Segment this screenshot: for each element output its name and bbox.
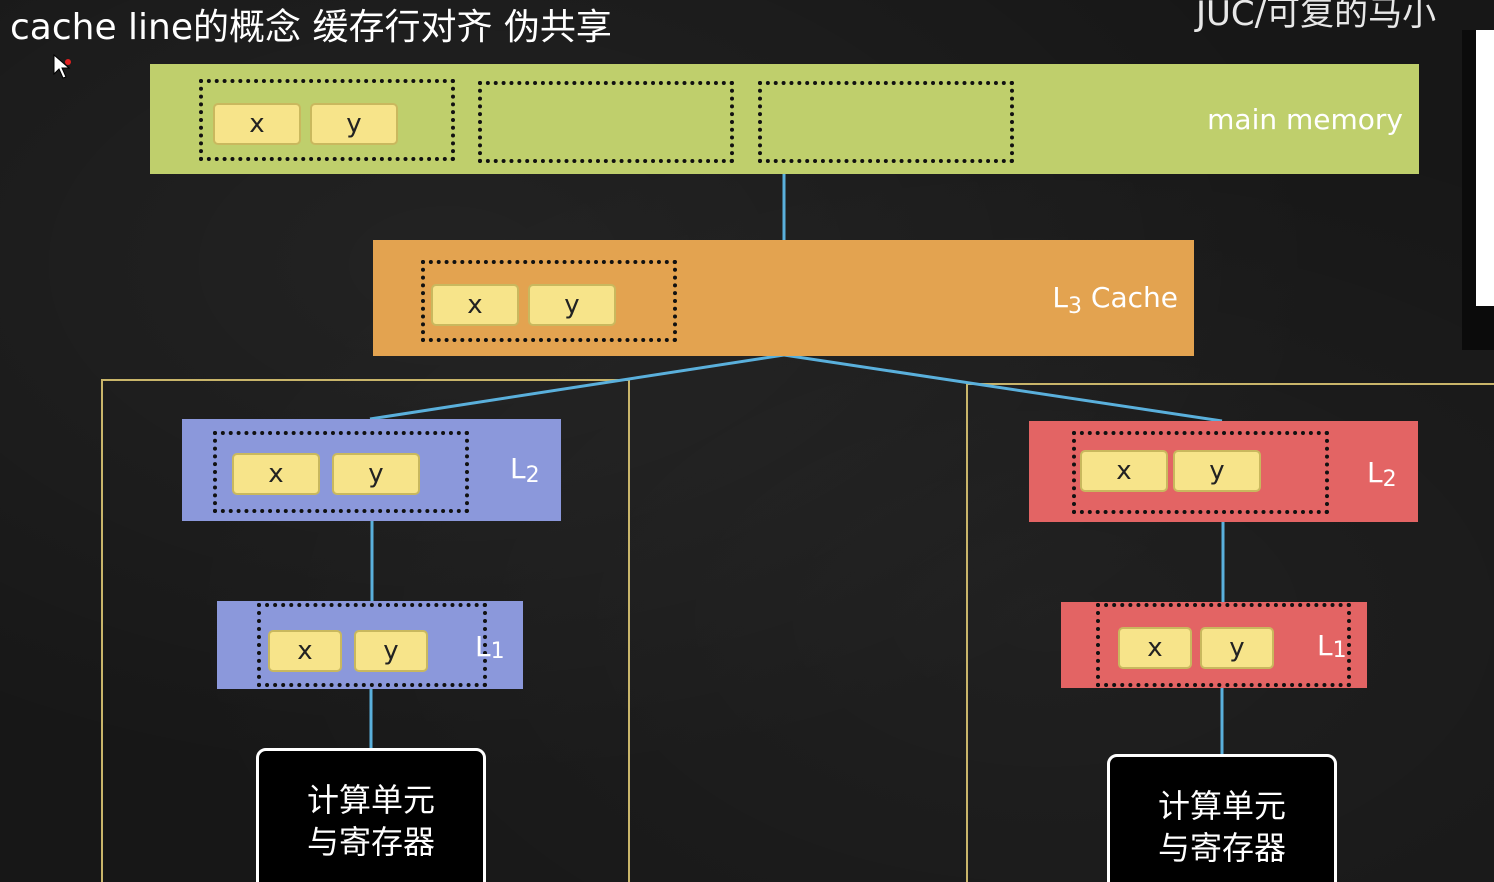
main-memory-label: main memory xyxy=(1207,103,1403,136)
l2-label-prefix: L xyxy=(510,452,526,485)
overlay-watermark-text: JUC/可复的马小 xyxy=(1196,0,1437,34)
main-memory-block: x y main memory xyxy=(150,64,1419,174)
l1-label-prefix: L xyxy=(475,630,491,663)
compute-unit-line2: 与寄存器 xyxy=(306,823,435,861)
l1-label-prefix: L xyxy=(1317,629,1333,662)
l2-label-left: L2 xyxy=(510,452,540,489)
l3-label-prefix: L xyxy=(1052,281,1069,314)
l2-cache-line: x y xyxy=(213,431,469,513)
compute-unit-line2: 与寄存器 xyxy=(1157,829,1286,867)
core-group-frame-right xyxy=(966,383,1494,882)
data-cell-y: y xyxy=(354,630,428,672)
data-cell-x: x xyxy=(1080,450,1168,492)
l1-label-subscript: 1 xyxy=(1332,638,1347,663)
core-group-frame-left xyxy=(101,379,630,882)
compute-unit-left: 计算单元 与寄存器 xyxy=(256,748,486,882)
data-cell-x: x xyxy=(1118,627,1192,669)
slide-title: cache line的概念 缓存行对齐 伪共享 xyxy=(10,7,612,48)
side-panel-strip xyxy=(1476,30,1494,306)
data-cell-x: x xyxy=(431,284,519,326)
l3-cache-label: L3 Cache xyxy=(1052,281,1178,320)
data-cell-x: x xyxy=(213,103,301,145)
compute-unit-line1: 计算单元 xyxy=(1157,787,1286,825)
compute-unit-right: 计算单元 与寄存器 xyxy=(1107,754,1337,882)
l2-label-subscript: 2 xyxy=(525,463,540,488)
l2-cache-line: x y xyxy=(1072,431,1329,514)
side-panel-edge xyxy=(1462,30,1494,350)
l1-cache-block-right: x y L1 xyxy=(1061,602,1367,688)
memory-cache-line xyxy=(478,81,734,163)
data-cell-y: y xyxy=(332,453,420,495)
l2-label-prefix: L xyxy=(1367,456,1383,489)
l1-cache-line: x y xyxy=(1096,603,1351,687)
l1-label-left: L1 xyxy=(475,631,505,666)
l2-label-subscript: 2 xyxy=(1382,467,1397,492)
l3-label-subscript: 3 xyxy=(1068,294,1083,319)
l3-cache-block: x y L3 Cache xyxy=(373,240,1194,356)
l1-label-subscript: 1 xyxy=(490,639,505,664)
compute-unit-line1: 计算单元 xyxy=(306,781,435,819)
l2-cache-block-left: x y L2 xyxy=(182,419,561,521)
data-cell-x: x xyxy=(268,630,342,672)
data-cell-y: y xyxy=(1200,627,1274,669)
l1-label-right: L1 xyxy=(1317,630,1347,665)
data-cell-y: y xyxy=(528,284,616,326)
wire-l3-to-right-l2 xyxy=(783,353,1223,423)
l3-cache-line: x y xyxy=(421,260,677,342)
memory-cache-line: x y xyxy=(199,79,455,161)
l1-cache-block-left: x y L1 xyxy=(217,601,523,689)
l2-label-right: L2 xyxy=(1367,456,1397,493)
data-cell-y: y xyxy=(1173,450,1261,492)
mouse-cursor-icon xyxy=(53,54,71,79)
memory-cache-line xyxy=(758,81,1014,163)
data-cell-y: y xyxy=(310,103,398,145)
l1-cache-line: x y xyxy=(257,603,487,687)
l3-label-suffix: Cache xyxy=(1082,281,1178,314)
l2-cache-block-right: x y L2 xyxy=(1029,421,1418,522)
wire-l3-to-left-l2 xyxy=(369,353,785,421)
data-cell-x: x xyxy=(232,453,320,495)
